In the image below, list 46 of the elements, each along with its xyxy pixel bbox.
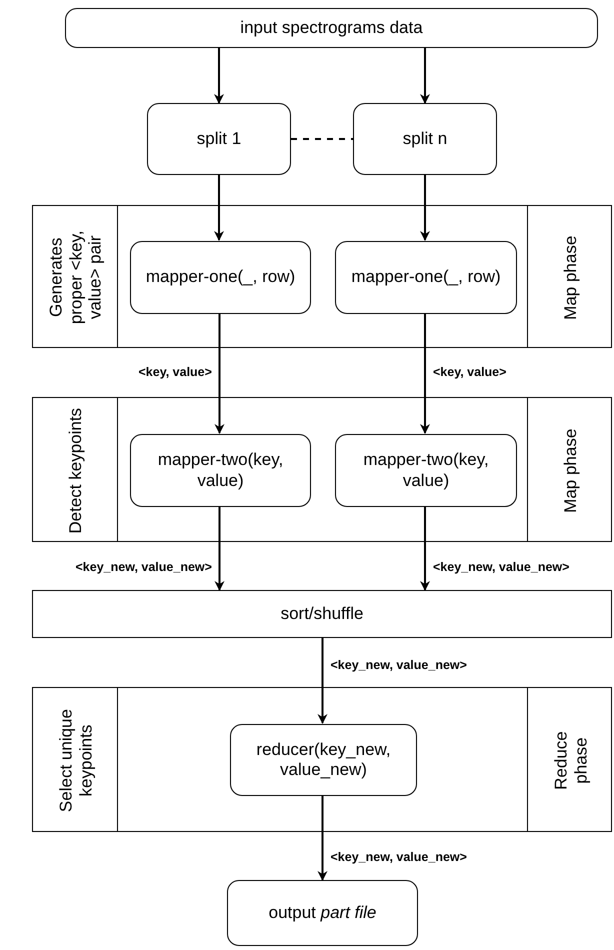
lane-heading: Select unique keypoints [56,708,96,814]
process-box [130,241,311,314]
arrow [214,175,224,241]
node-label: mapper-two(key, value) [362,450,490,491]
arrow [420,175,430,241]
edge-label: <key, value> [138,365,213,379]
swimlane-band [32,397,612,542]
arrow [420,48,430,104]
process-box [335,241,517,314]
phase-label: Reduce phase [550,730,590,792]
lane-heading: Detect keypoints [66,406,86,536]
edge-label: <key_new, value_new> [432,560,570,574]
process-box [65,8,598,48]
process-box [130,434,311,507]
connector-line [291,138,353,140]
node-label: reducer(key_new, value_new) [255,740,392,780]
arrow [420,313,430,434]
arrow [318,795,328,881]
edge-label: <key, value> [432,365,508,379]
node-label: input spectrograms data [240,18,423,38]
process-box [335,434,517,507]
process-box [230,724,417,796]
node-label: split n [402,128,448,150]
phase-label: Map phase [560,427,580,514]
node-label: mapper-one(_, row) [351,267,501,288]
arrow [318,638,328,724]
edge-label: <key_new, value_new> [74,560,213,574]
edge-label: <key_new, value_new> [330,658,468,672]
arrow [214,48,224,104]
node-label: sort/shuffle [280,604,364,624]
node-label: mapper-one(_, row) [146,267,296,288]
arrow [420,506,430,591]
process-box [227,880,418,946]
node-label: mapper-two(key, value) [156,450,284,491]
node-label: output part file [268,902,376,924]
process-bar [32,590,612,638]
edge-label: <key_new, value_new> [330,850,468,864]
node-label: split 1 [196,128,242,150]
process-box [353,103,497,175]
swimlane-band [32,687,612,832]
process-box [147,103,291,175]
arrow [214,506,224,591]
arrow [214,313,224,434]
swimlane-band [32,205,612,348]
phase-label: Map phase [560,234,580,322]
lane-heading: Generates proper <key, value> pair [46,229,105,326]
